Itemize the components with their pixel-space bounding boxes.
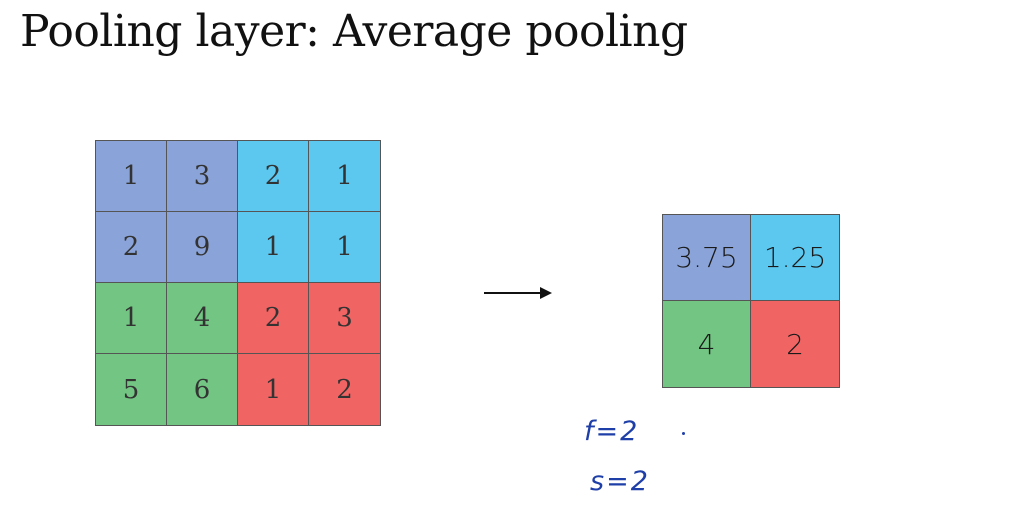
input-matrix-cell: 2 bbox=[96, 212, 167, 283]
input-matrix-cell: 4 bbox=[167, 283, 238, 354]
input-matrix-cell: 1 bbox=[238, 354, 309, 425]
pen-dot bbox=[682, 432, 685, 435]
output-matrix-cell: 3.75 bbox=[663, 215, 751, 301]
input-matrix-cell: 6 bbox=[167, 354, 238, 425]
input-matrix-cell: 1 bbox=[309, 141, 380, 212]
input-matrix-cell: 1 bbox=[309, 212, 380, 283]
input-matrix-cell: 3 bbox=[167, 141, 238, 212]
slide-title: Pooling layer: Average pooling bbox=[20, 6, 688, 57]
output-matrix-cell: 1.25 bbox=[751, 215, 839, 301]
input-matrix-cell: 1 bbox=[238, 212, 309, 283]
arrow-right-icon bbox=[484, 287, 552, 299]
output-matrix-cell: 4 bbox=[663, 301, 751, 387]
input-matrix-cell: 1 bbox=[96, 283, 167, 354]
input-matrix-cell: 2 bbox=[309, 354, 380, 425]
input-matrix-cell: 9 bbox=[167, 212, 238, 283]
output-matrix-cell: 2 bbox=[751, 301, 839, 387]
input-matrix-cell: 3 bbox=[309, 283, 380, 354]
stride-annotation: s=2 bbox=[590, 466, 650, 497]
input-matrix-cell: 2 bbox=[238, 283, 309, 354]
input-matrix-cell: 1 bbox=[96, 141, 167, 212]
input-matrix-cell: 5 bbox=[96, 354, 167, 425]
filter-size-annotation: f=2 bbox=[584, 416, 640, 447]
input-matrix-cell: 2 bbox=[238, 141, 309, 212]
